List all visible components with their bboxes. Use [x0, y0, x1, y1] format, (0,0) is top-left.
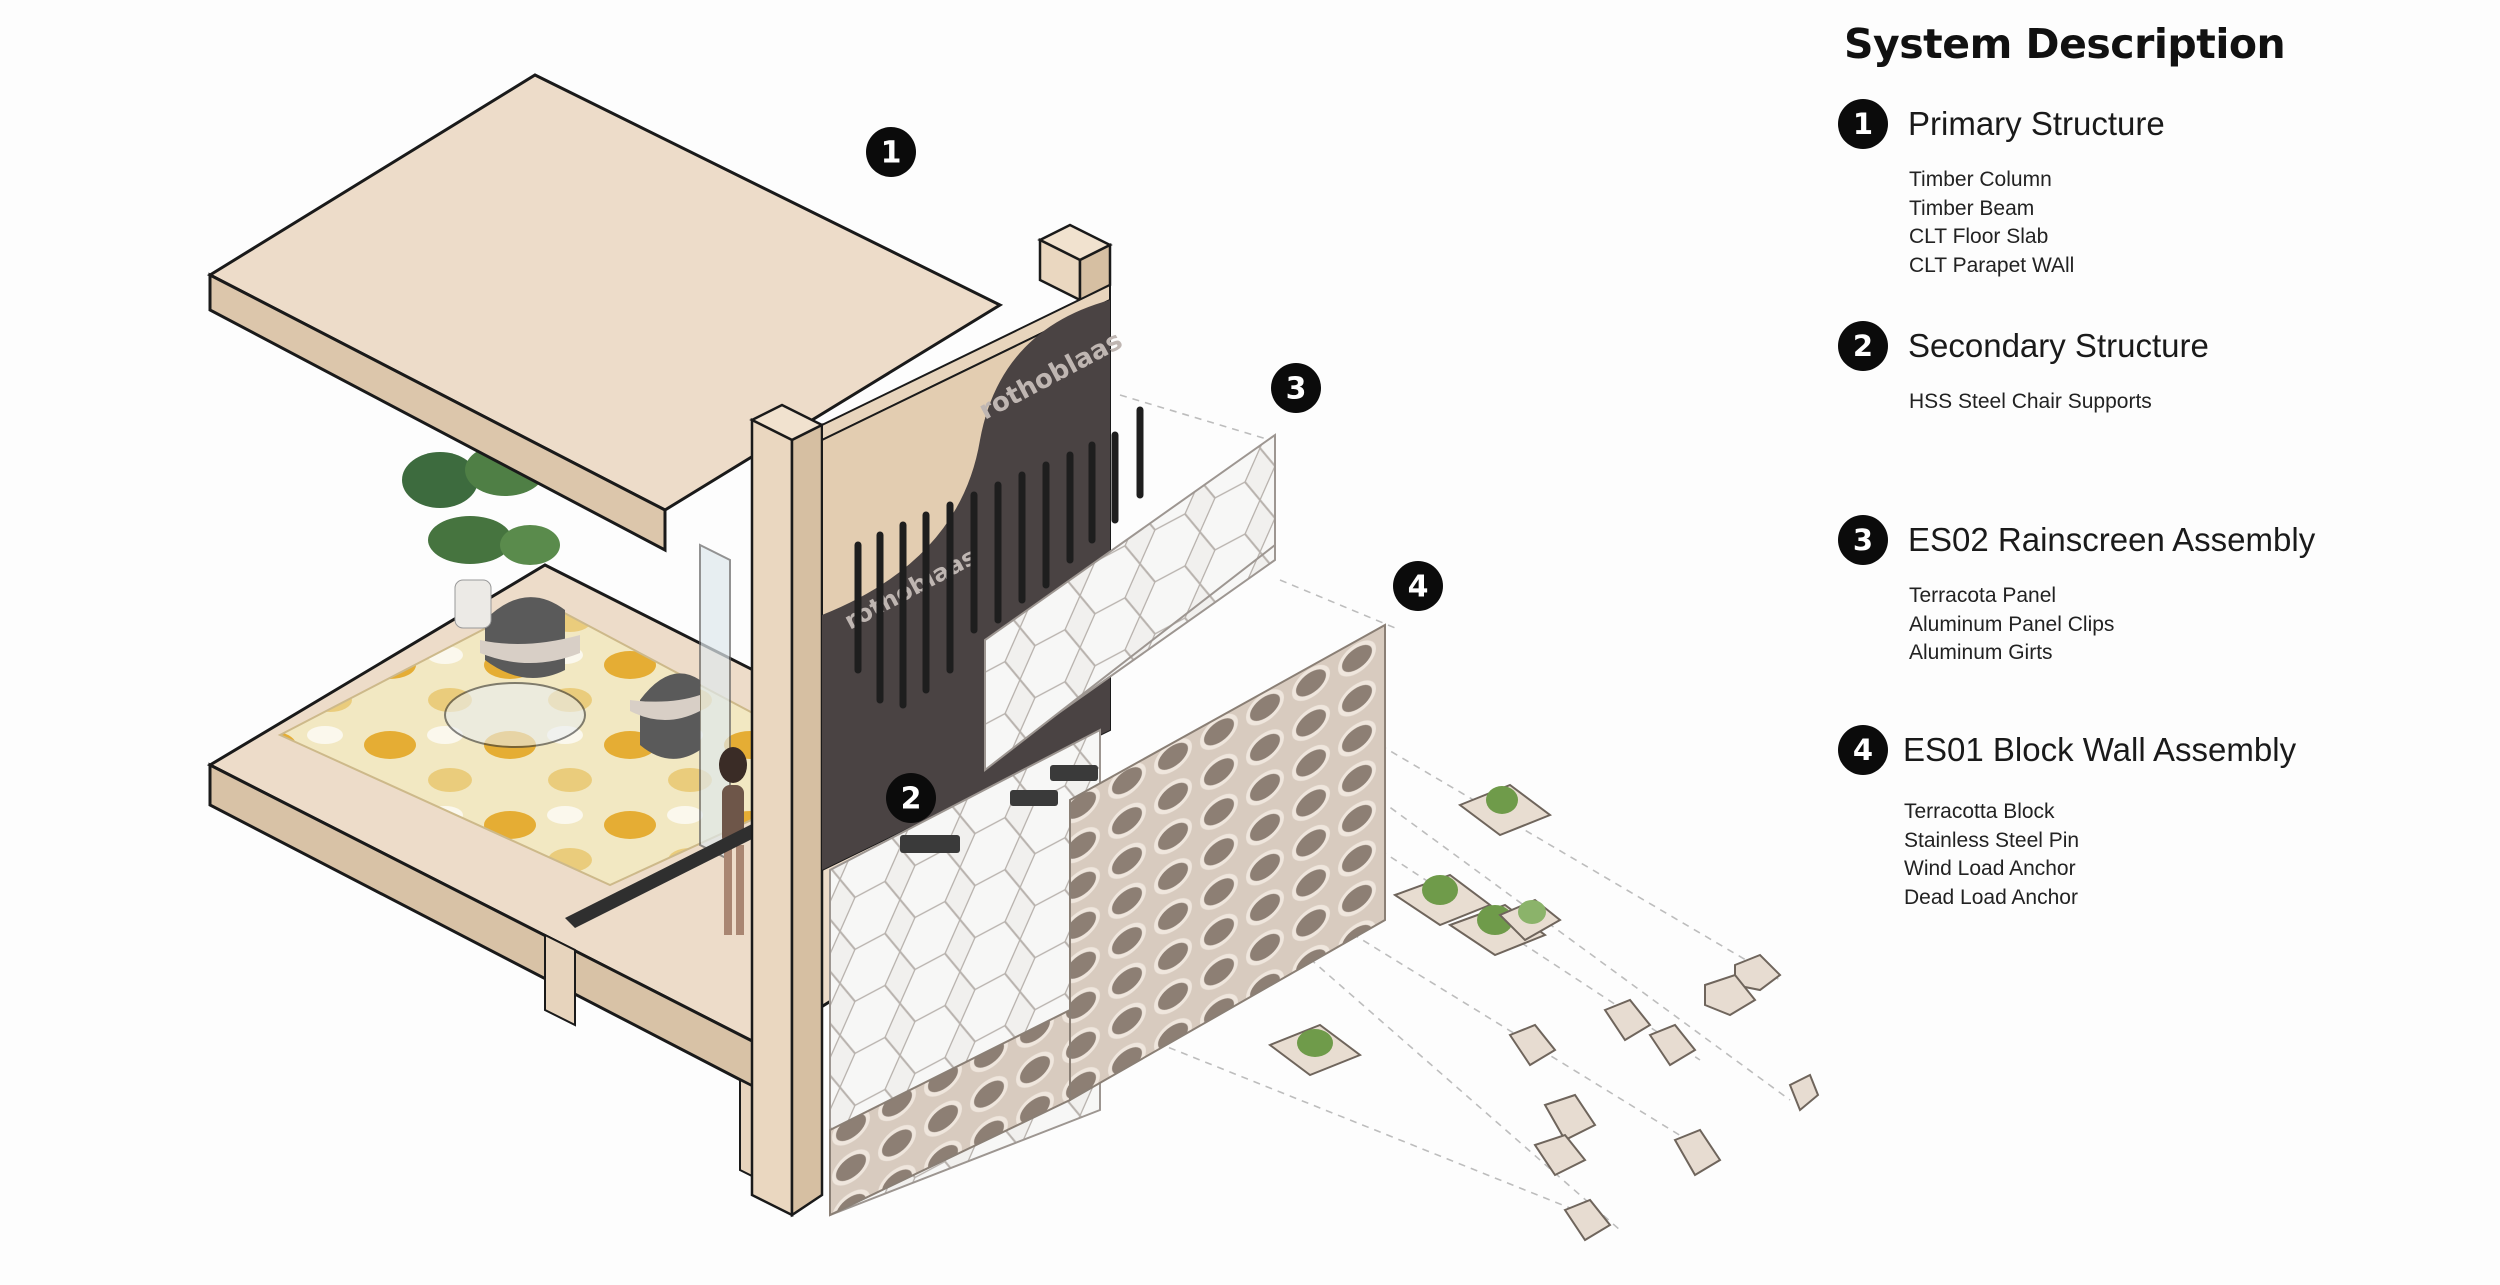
steel-rail [565, 820, 770, 928]
legend-component: Timber Beam [1909, 196, 2035, 220]
svg-text:1: 1 [881, 136, 902, 171]
timber-column [749, 403, 825, 1218]
legend-component: CLT Parapet WAll [1909, 253, 2075, 277]
aluminum-girts [854, 406, 1144, 709]
side-chair [630, 673, 700, 759]
terracotta-block-wall [829, 623, 1386, 1217]
terracotta-rainscreen-panels [984, 433, 1276, 773]
exploded-terracotta-blocks [1508, 953, 1820, 1242]
legend-component: Stainless Steel Pin [1904, 828, 2080, 852]
legend-item-name: ES01 Block Wall Assembly [1903, 731, 2297, 768]
legend-component: Terracota Panel [1909, 584, 2057, 607]
legend-item-secondary-structure: 2 Secondary Structure HSS Steel Chair Su… [1838, 320, 2478, 417]
marker-2: 2 [886, 773, 936, 823]
legend-component: Wind Load Anchor [1904, 857, 2076, 880]
timber-column-rear [1037, 223, 1113, 303]
planter-blocks [1267, 783, 1562, 1077]
clt-roof-slab [206, 73, 1004, 553]
system-description-legend: System Description 1 Primary Structure T… [1838, 18, 2478, 909]
legend-component: Timber Column [1909, 168, 2052, 191]
legend-component: Aluminum Girts [1909, 641, 2053, 664]
svg-text:2: 2 [901, 782, 922, 817]
legend-component-list: Terracotta Block Stainless Steel Pin Win… [1904, 798, 2478, 912]
legend-component-list: Timber Column Timber Beam CLT Floor Slab… [1909, 166, 2478, 280]
potted-plant [402, 444, 560, 629]
marker-3: 3 [1271, 363, 1321, 413]
coffee-table [444, 682, 586, 748]
marker-1: 1 [866, 127, 916, 177]
svg-text:4: 4 [1408, 570, 1429, 605]
exploded-axonometric-diagram: rothoblaas rothoblaas [206, 73, 1820, 1242]
legend-title: System Description [1844, 20, 2286, 68]
marker-4: 4 [1393, 561, 1443, 611]
legend-component: Dead Load Anchor [1904, 885, 2078, 909]
lounge-chair [480, 597, 580, 678]
legend-component: Aluminum Panel Clips [1909, 612, 2115, 636]
legend-number-badge: 1 [1838, 99, 1888, 149]
hss-steel-chair-supports [900, 765, 1098, 853]
legend-component-list: HSS Steel Chair Supports [1909, 388, 2478, 417]
legend-item-name: Secondary Structure [1908, 327, 2209, 364]
legend-number-badge: 2 [1838, 321, 1888, 371]
legend-component-list: Terracota Panel Aluminum Panel Clips Alu… [1909, 582, 2478, 668]
legend-item-name: ES02 Rainscreen Assembly [1908, 521, 2316, 558]
legend-component: Terracotta Block [1904, 800, 2055, 823]
legend-item-name: Primary Structure [1908, 105, 2165, 142]
person-figure [719, 747, 747, 935]
legend-item-es01-block-wall-assembly: 4 ES01 Block Wall Assembly Terracotta Bl… [1838, 724, 2478, 912]
legend-number-badge: 3 [1838, 515, 1888, 565]
svg-text:3: 3 [1286, 372, 1307, 407]
legend-item-es02-rainscreen-assembly: 3 ES02 Rainscreen Assembly Terracota Pan… [1838, 514, 2478, 668]
legend-component: HSS Steel Chair Supports [1909, 390, 2152, 413]
legend-item-primary-structure: 1 Primary Structure Timber Column Timber… [1838, 98, 2478, 280]
legend-number-badge: 4 [1838, 725, 1888, 775]
legend-component: CLT Floor Slab [1909, 225, 2049, 248]
